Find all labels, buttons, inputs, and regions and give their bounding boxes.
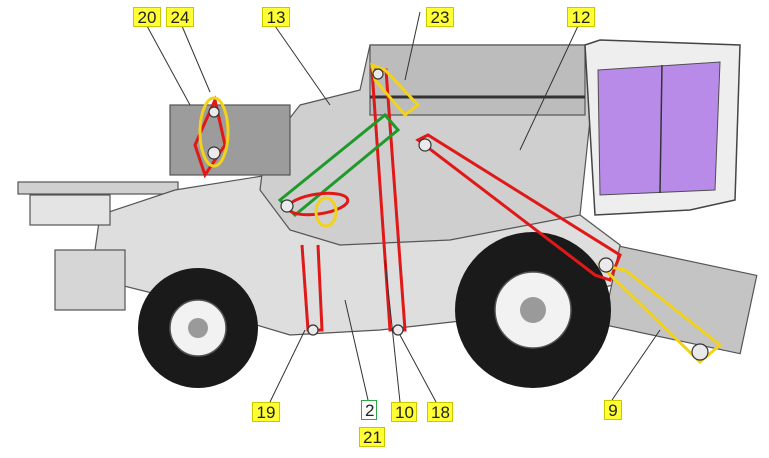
- front-hub: [188, 318, 208, 338]
- upper-frame: [29, 194, 111, 226]
- callout-23: 23: [426, 7, 454, 27]
- pulley-left-bottom: [307, 324, 319, 336]
- leader-23: [404, 11, 421, 81]
- leader-9: [611, 329, 661, 401]
- belt-rear-yellow: [595, 262, 723, 365]
- pulley-elevator-top: [372, 68, 384, 80]
- front-rail: [17, 181, 179, 195]
- rear-hub: [520, 297, 546, 323]
- leader-19: [269, 329, 306, 403]
- pulley-diagonal-bottom: [598, 257, 614, 273]
- hopper: [369, 44, 586, 116]
- leader-20: [146, 25, 191, 106]
- cab: [584, 39, 741, 216]
- leader-2: [344, 299, 369, 401]
- callout-18: 18: [427, 402, 453, 422]
- belt-mid-yellow: [314, 196, 338, 228]
- callout-21: 21: [359, 427, 385, 447]
- callout-19: 19: [252, 402, 280, 422]
- leader-24: [181, 25, 211, 93]
- callout-10: 10: [391, 402, 417, 422]
- callout-9: 9: [604, 400, 622, 420]
- rear-wheel: [455, 232, 611, 388]
- callout-24: 24: [166, 7, 194, 27]
- pulley-green-left: [280, 199, 294, 213]
- callout-13: 13: [262, 7, 290, 27]
- callout-12: 12: [567, 7, 595, 27]
- callout-2: 2: [361, 400, 377, 420]
- leader-lines: [146, 11, 661, 403]
- engine-block: [169, 104, 291, 176]
- cab-glass: [597, 61, 721, 196]
- pulley-elevator-bottom: [392, 324, 404, 336]
- pulley-engine-bottom: [207, 146, 221, 160]
- belt-engine-yellow: [198, 96, 230, 168]
- cab-pillar: [659, 64, 663, 194]
- lower-frame: [54, 249, 126, 311]
- leader-13: [274, 25, 331, 106]
- leader-10: [384, 259, 401, 403]
- leader-18: [399, 334, 437, 403]
- pulley-rear: [691, 343, 709, 361]
- callout-20: 20: [133, 7, 161, 27]
- front-wheel: [138, 268, 258, 388]
- pulleys: [207, 68, 709, 361]
- belt-engine-red: [193, 95, 227, 179]
- rear-elevator: [602, 245, 758, 355]
- leader-12: [519, 25, 579, 151]
- pulley-diagonal-top: [418, 138, 432, 152]
- pulley-engine-top: [208, 106, 220, 118]
